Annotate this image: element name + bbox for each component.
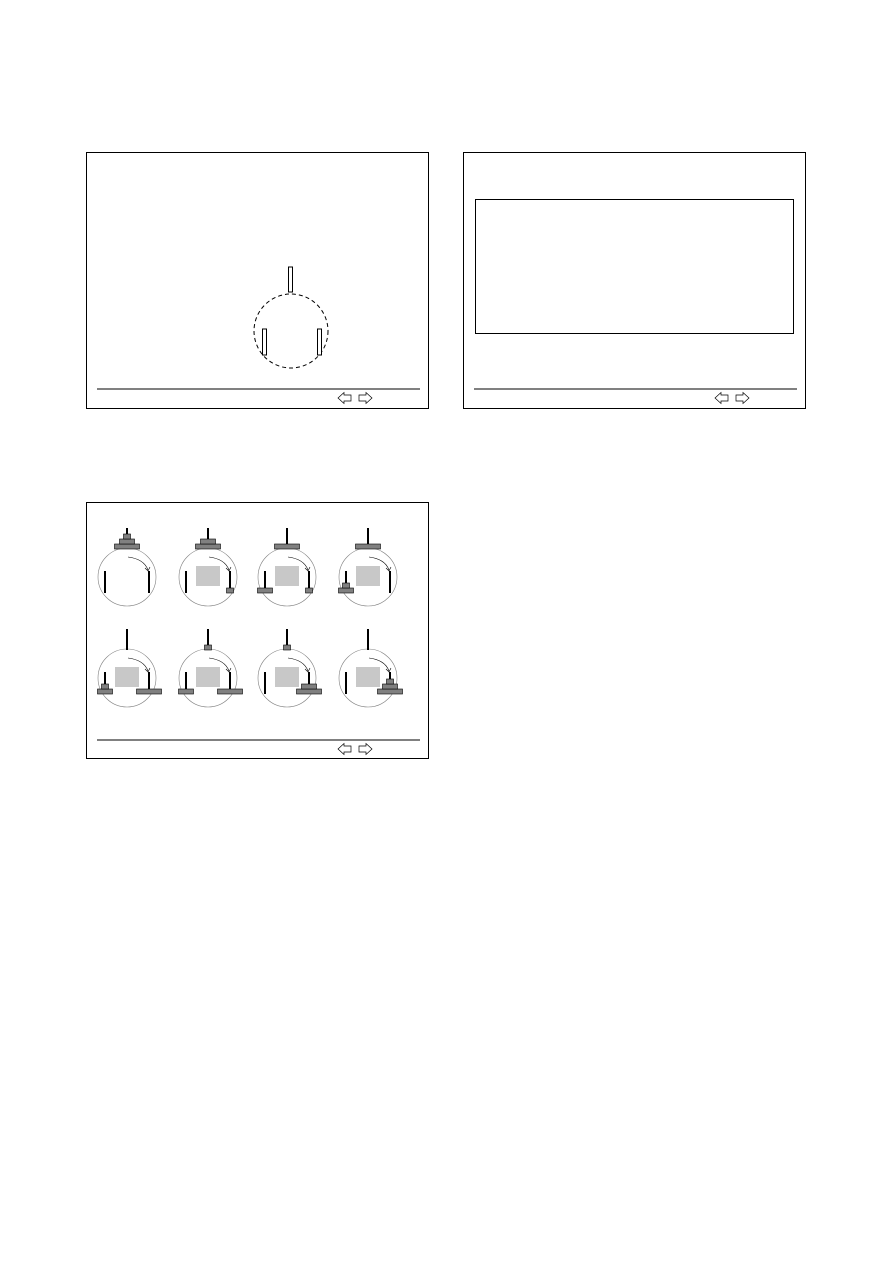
disk-1 bbox=[204, 644, 212, 651]
disk-3 bbox=[274, 543, 300, 550]
move-arrow bbox=[208, 657, 230, 672]
hanoi-step-7 bbox=[257, 629, 322, 708]
peg-left bbox=[262, 328, 267, 356]
hanoi-step-6 bbox=[178, 629, 243, 708]
move-arrow bbox=[127, 556, 149, 571]
hanoi-step-2 bbox=[178, 528, 238, 607]
disk-3 bbox=[114, 543, 140, 550]
move-arrow bbox=[287, 556, 309, 571]
disk-3 bbox=[377, 688, 403, 695]
hanoi-sequence bbox=[97, 528, 403, 708]
slide-1 bbox=[86, 152, 429, 409]
disk-2 bbox=[119, 538, 135, 545]
disk-2 bbox=[97, 688, 113, 695]
disk-2 bbox=[382, 683, 398, 690]
disk-2 bbox=[338, 587, 354, 594]
arrow-left-icon[interactable] bbox=[337, 742, 352, 756]
disk-1 bbox=[226, 587, 234, 594]
disk-3 bbox=[296, 688, 322, 695]
disk-2 bbox=[301, 683, 317, 690]
disk-1 bbox=[386, 678, 394, 685]
arrow-right-icon[interactable] bbox=[735, 391, 750, 405]
arrow-left-icon[interactable] bbox=[714, 391, 729, 405]
content-box bbox=[475, 199, 794, 334]
center-box bbox=[196, 667, 220, 687]
move-arrow bbox=[287, 657, 309, 672]
hanoi-step-8 bbox=[338, 629, 403, 708]
center-box bbox=[196, 566, 220, 586]
disk-3 bbox=[355, 543, 381, 550]
move-arrow bbox=[127, 657, 149, 672]
move-arrow bbox=[368, 556, 390, 571]
dashed-circle bbox=[253, 293, 329, 369]
slide-2 bbox=[463, 152, 806, 409]
hanoi-step-3 bbox=[257, 528, 317, 607]
disk-2 bbox=[178, 688, 194, 695]
disk-3 bbox=[217, 688, 243, 695]
disk-1 bbox=[342, 582, 350, 589]
disk-1 bbox=[123, 533, 131, 540]
disk-2 bbox=[200, 538, 216, 545]
arrow-right-icon[interactable] bbox=[358, 391, 373, 405]
move-arrow bbox=[368, 657, 390, 672]
hanoi-step-4 bbox=[338, 528, 398, 607]
step-circle bbox=[97, 547, 157, 607]
slide-1-canvas bbox=[97, 266, 420, 405]
slide-2-canvas bbox=[474, 199, 797, 405]
disk-1 bbox=[283, 644, 291, 651]
hanoi-step-5 bbox=[97, 629, 162, 708]
move-arrow bbox=[208, 556, 230, 571]
arrow-right-icon[interactable] bbox=[358, 742, 373, 756]
peg-right bbox=[317, 328, 322, 356]
center-box bbox=[356, 667, 380, 687]
center-box bbox=[115, 667, 139, 687]
center-box bbox=[356, 566, 380, 586]
slide-3 bbox=[86, 502, 429, 759]
hanoi-step-1 bbox=[97, 528, 157, 607]
disk-3 bbox=[195, 543, 221, 550]
disk-2 bbox=[257, 587, 273, 594]
three-peg-diagram bbox=[253, 266, 329, 369]
slide-3-canvas bbox=[97, 528, 420, 756]
disk-1 bbox=[305, 587, 313, 594]
peg-top bbox=[288, 266, 293, 293]
arrow-left-icon[interactable] bbox=[337, 391, 352, 405]
center-box bbox=[275, 667, 299, 687]
center-box bbox=[275, 566, 299, 586]
disk-3 bbox=[136, 688, 162, 695]
disk-1 bbox=[101, 683, 109, 690]
